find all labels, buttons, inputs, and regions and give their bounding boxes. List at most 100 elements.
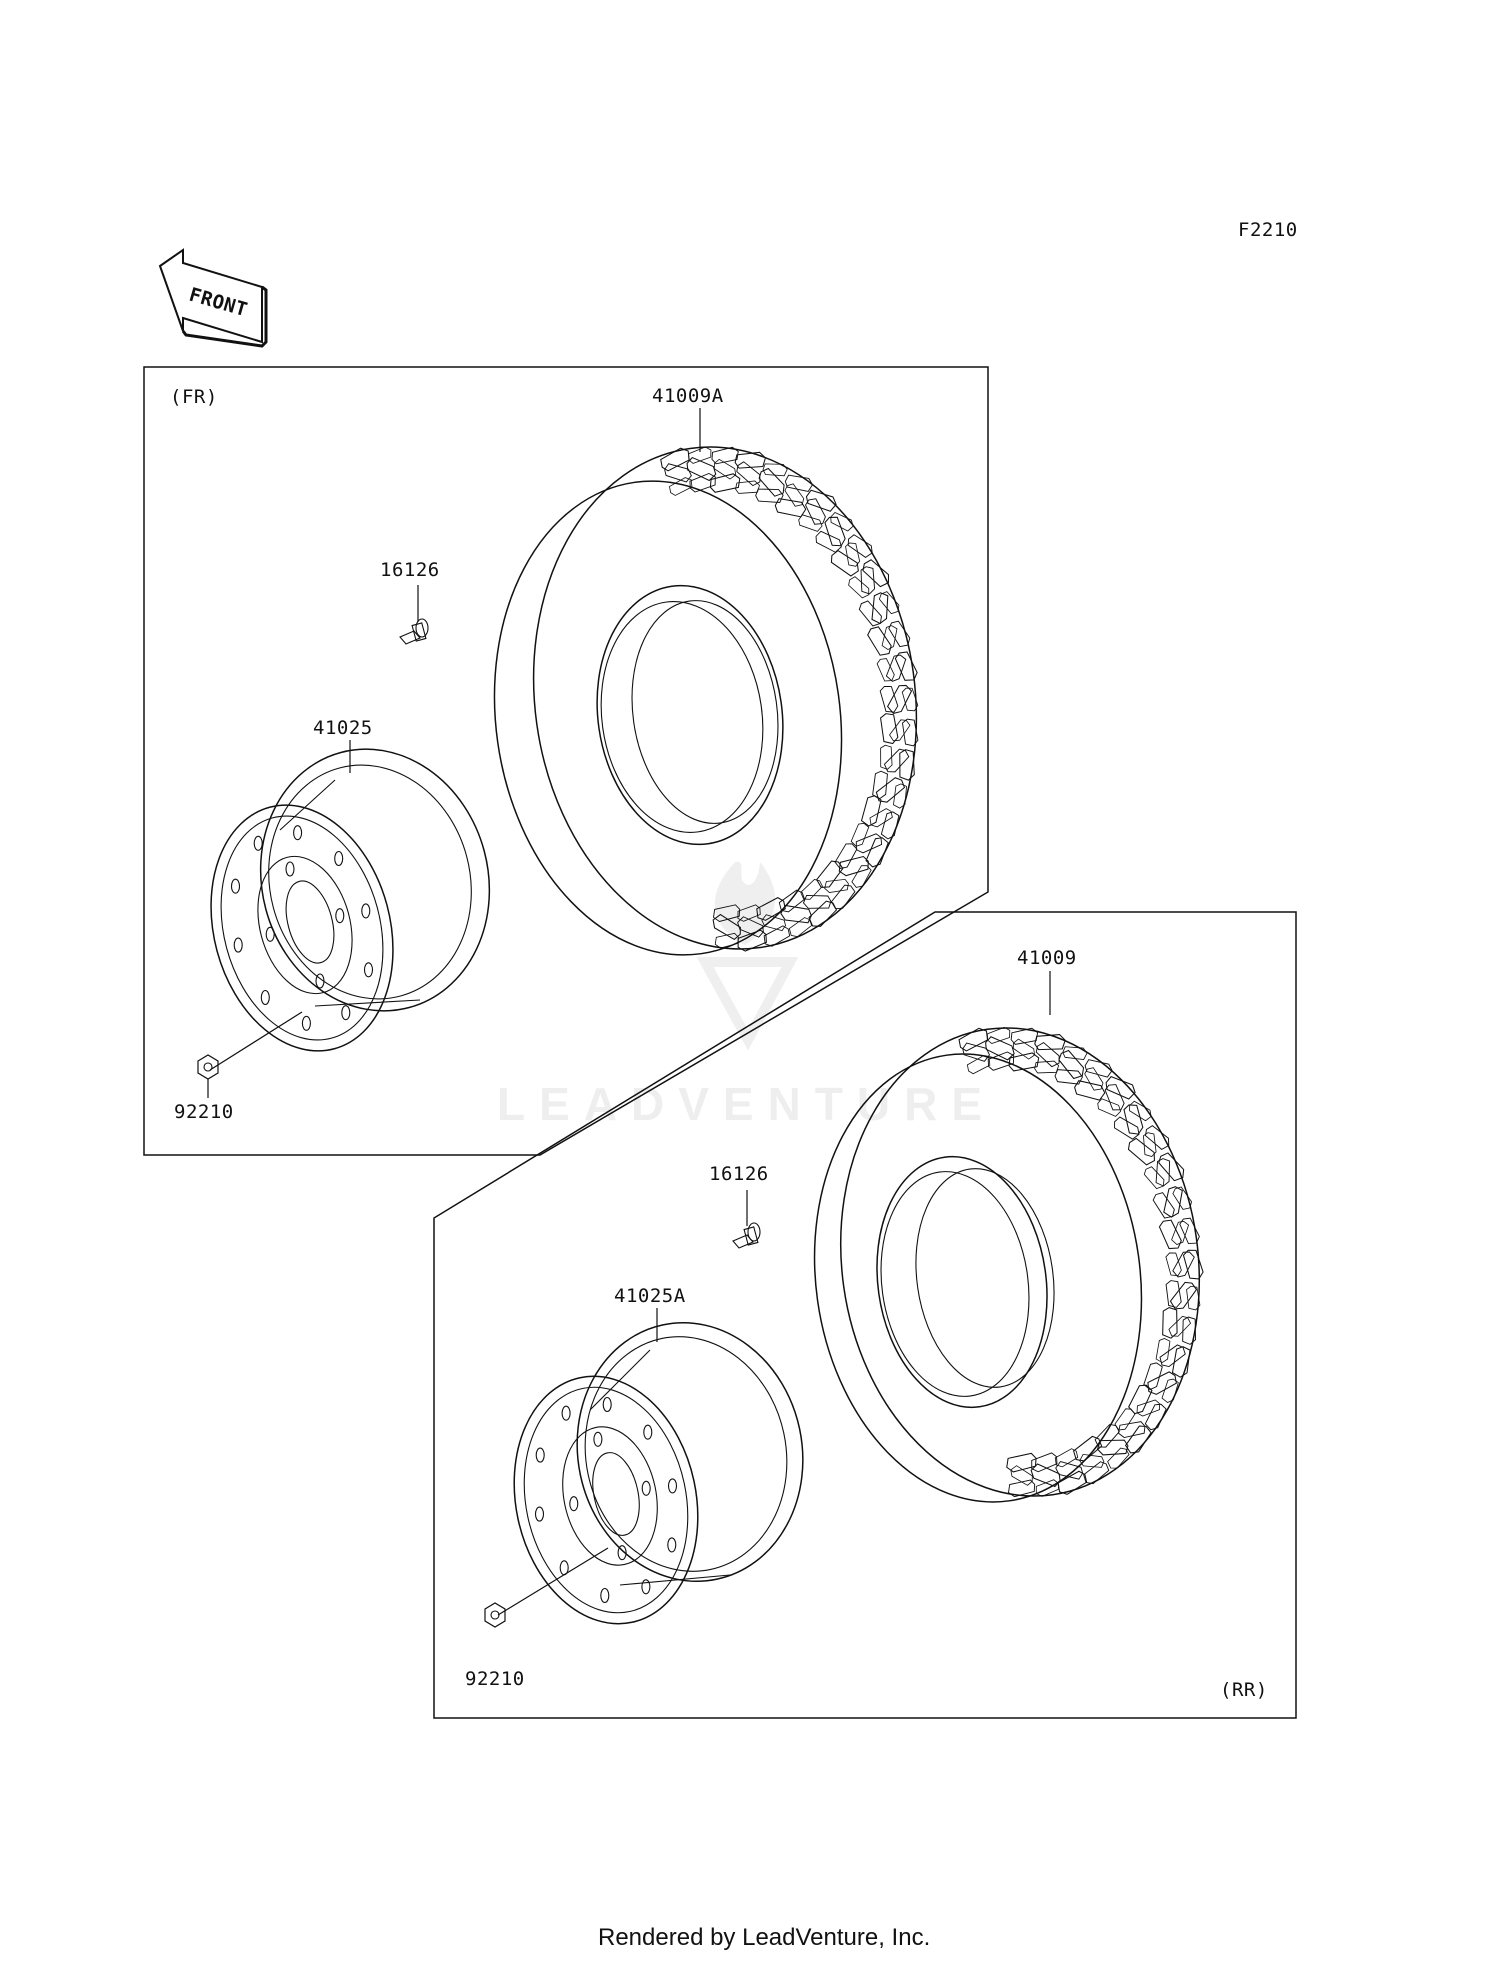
watermark-text: LEADVENTURE [497,1078,996,1130]
render-credit: Rendered by LeadVenture, Inc. [598,1924,930,1951]
tread-block [823,514,848,549]
lug-hole [341,1005,351,1021]
front-wheel-41025 [210,748,491,1052]
tread-block [1170,1344,1193,1379]
lug-hole [253,835,263,851]
rear-nut-92210 [484,1547,609,1628]
tread-block [881,746,912,776]
lug-hole [285,861,295,877]
tread-block [878,684,900,715]
tread-block [1112,1406,1138,1434]
lug-hole [293,825,303,841]
tread-block [887,717,913,745]
lug-hole [260,989,270,1006]
lug-hole [535,1447,545,1463]
tread-block [1070,1433,1105,1465]
front-panel-frame [143,366,989,1156]
tread-block [1125,1135,1159,1169]
tread-block [1053,1459,1085,1482]
tread-block [802,893,832,911]
tread-block [875,656,897,684]
rear-tire-label: 41009 [1017,947,1077,969]
tread-block [1004,1452,1039,1474]
lug-hole [667,1478,678,1494]
tread-block [1178,1215,1202,1247]
tread-block [1134,1398,1162,1418]
lug-hole [667,1537,677,1553]
tread-block [893,648,920,684]
lug-hole [643,1424,653,1440]
rear-nut-label: 92210 [465,1668,525,1690]
tread-block [846,574,873,601]
tread-block [783,472,815,494]
front-valve-label: 16126 [380,559,440,581]
tread-block [1122,1102,1145,1137]
rear-valve-16126 [732,1190,761,1249]
tread-block [1166,1313,1194,1340]
lug-hole [602,1396,612,1413]
front-valve-16126 [399,585,429,645]
lug-hole [617,1545,627,1561]
tread-block [1165,1279,1183,1309]
tread-block [798,877,825,903]
lug-hole [534,1506,545,1522]
tread-block [1167,1278,1200,1314]
tread-block [859,793,884,829]
tread-block [756,465,789,500]
tread-block [1096,1439,1129,1456]
tread-block [879,712,899,746]
rear-panel-title: (RR) [1220,1679,1268,1701]
tread-block [827,547,863,579]
tread-block [872,775,908,806]
front-direction-arrow: FRONT [158,248,268,348]
lug-hole [641,1480,651,1496]
front-nut-92210 [197,1011,303,1098]
rear-wheel-41025a [513,1321,804,1625]
lug-hole [361,903,371,919]
tread-block [853,832,885,856]
tread-block [1103,1081,1127,1114]
tread-block [880,624,900,652]
lug-hole [334,850,344,867]
tread-block [844,531,876,561]
tread-block [1182,1247,1205,1282]
lug-hole [561,1405,571,1421]
lug-hole [335,908,345,924]
lug-hole [230,878,241,894]
tread-block [1033,1039,1064,1070]
tread-block [1164,1250,1183,1278]
tread-block [867,806,895,830]
front-tire-tread [657,445,920,954]
front-panel-title: (FR) [170,386,218,408]
front-wheel-holes [230,825,374,1031]
rear-valve-label: 16126 [709,1163,769,1185]
tread-block [1061,1044,1089,1061]
lug-hole [593,1431,603,1447]
lug-hole [233,937,243,953]
rear-panel: (RR) [433,911,1297,1719]
tread-block [836,855,871,878]
tread-block [734,480,761,494]
front-wheel-label: 41025 [313,717,373,739]
tread-block [891,782,909,810]
tread-block [813,857,847,892]
tread-block [734,451,767,469]
figure-code: F2210 [1238,219,1298,241]
tread-block [1125,1381,1156,1417]
front-tire-41009a [493,445,920,956]
tread-block [884,681,915,717]
front-tire-label: 41009A [652,385,724,407]
front-panel: (FR) [143,366,989,1156]
lug-hole [641,1579,651,1595]
rear-wheel-holes [534,1396,678,1604]
lug-hole [363,962,374,978]
tread-block [1157,1217,1184,1253]
tread-block [1111,1114,1143,1142]
lug-hole [600,1587,610,1604]
front-nut-label: 92210 [174,1101,234,1123]
tread-block [711,456,739,482]
tread-block [1144,1369,1180,1398]
lug-hole [265,926,275,942]
rear-tire-41009 [813,1025,1205,1503]
